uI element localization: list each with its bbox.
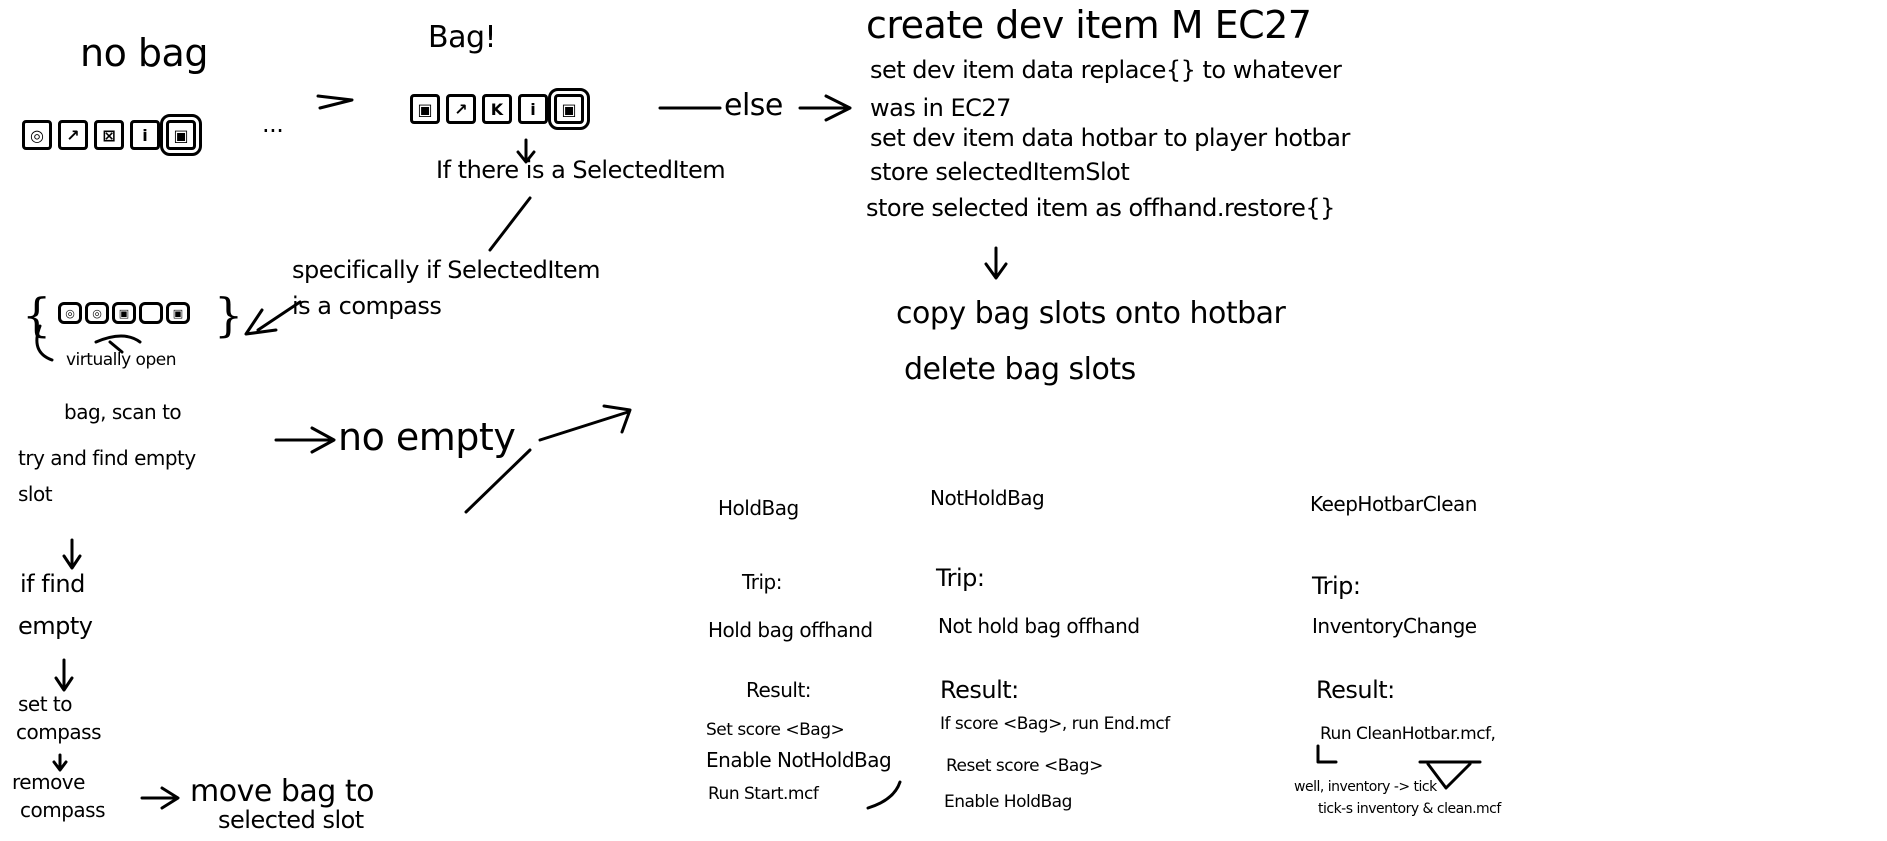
keephotbar-result-label: Result:: [1316, 676, 1395, 704]
arrow-nobag-to-bag: [316, 94, 354, 110]
label-store-slot: store selectedItemSlot: [870, 158, 1130, 186]
holdbag-result-line: Set score <Bag>: [706, 720, 845, 740]
label-if-find-1: if find: [20, 570, 85, 598]
bag-slot-empty: [139, 302, 163, 324]
bag-slots: ◎ ◎ ▣ ▣: [58, 302, 190, 324]
label-set-to-2: compass: [16, 720, 102, 744]
label-copy-bag: copy bag slots onto hotbar: [896, 296, 1286, 331]
hotbar-slot: i: [130, 120, 160, 150]
label-set-replace-2: was in EC27: [870, 94, 1011, 122]
arrow-create-to-copy: [984, 246, 1008, 280]
arrow-noempty-to-top: [538, 404, 632, 442]
notholdbag-trip-label: Trip:: [936, 564, 985, 592]
bag-brace-left: {: [22, 288, 52, 342]
arrow-slot-to-iffind: [62, 538, 82, 570]
keephotbar-title: KeepHotbarClean: [1310, 492, 1477, 516]
keephotbar-v-mark: [1418, 760, 1482, 790]
holdbag-result-label: Result:: [746, 678, 812, 702]
label-else: else: [724, 88, 783, 123]
label-move-bag-2: selected slot: [218, 806, 364, 834]
holdbag-result-line: Enable NotHoldBag: [706, 748, 892, 772]
arrow-scan-to-noempty: [274, 426, 336, 454]
label-delete-bag: delete bag slots: [904, 352, 1136, 387]
label-virtually-4: slot: [18, 482, 53, 506]
notholdbag-trip-value: Not hold bag offhand: [938, 614, 1140, 638]
label-ellipsis: ...: [262, 110, 284, 138]
keephotbar-result-line: tick-s inventory & clean.mcf: [1318, 801, 1501, 817]
keephotbar-trip-label: Trip:: [1312, 572, 1361, 600]
hotbar-slot-selected: ▣: [160, 114, 202, 156]
label-set-hotbar: set dev item data hotbar to player hotba…: [870, 124, 1350, 152]
bag-open-sketch: [94, 334, 142, 354]
hotbar-slot: ↗: [58, 120, 88, 150]
arrow-else-to-create: [798, 94, 852, 122]
arrow-down-selected: [516, 138, 536, 164]
holdbag-trip-label: Trip:: [742, 570, 783, 594]
label-bag-title: Bag!: [428, 20, 497, 55]
notholdbag-result-line: Enable HoldBag: [944, 792, 1072, 812]
label-remove-2: compass: [20, 798, 106, 822]
bag-slot: ▣: [112, 302, 136, 324]
notholdbag-result-label: Result:: [940, 676, 1019, 704]
bag-slot: ◎: [85, 302, 109, 324]
label-set-to-1: set to: [18, 692, 73, 716]
keephotbar-bracket: [1316, 744, 1338, 764]
label-move-bag-1: move bag to: [190, 774, 374, 809]
arrow-setto-to-remove: [52, 753, 68, 772]
hotbar-slot: ↗: [446, 94, 476, 124]
bag-brace-right: }: [214, 288, 244, 342]
holdbag-result-bracket: [866, 780, 902, 810]
hotbar-bag: ▣ ↗ K i ▣: [410, 88, 590, 130]
keephotbar-result-line: well, inventory -> tick: [1294, 779, 1437, 795]
label-no-bag: no bag: [80, 31, 208, 75]
bag-slot: ◎: [58, 302, 82, 324]
hotbar-slot: ▣: [410, 94, 440, 124]
arrow-iffind-to-setto: [54, 658, 74, 692]
notholdbag-title: NotHoldBag: [930, 486, 1045, 510]
label-specifically-2: is a compass: [292, 292, 442, 320]
notholdbag-result-line: If score <Bag>, run End.mcf: [940, 714, 1170, 734]
holdbag-result-line: Run Start.mcf: [708, 784, 819, 804]
label-no-empty: no empty: [338, 415, 516, 459]
arrow-remove-to-move: [140, 786, 180, 810]
hotbar-no-bag: ◎ ↗ ⊠ i ▣: [22, 114, 202, 156]
keephotbar-result-line: Run CleanHotbar.mcf,: [1320, 724, 1496, 744]
notholdbag-result-line: Reset score <Bag>: [946, 756, 1103, 776]
bag-slot: ▣: [166, 302, 190, 324]
keephotbar-trip-value: InventoryChange: [1312, 614, 1477, 638]
hotbar-slot: ◎: [22, 120, 52, 150]
hotbar-slot-selected: ▣: [548, 88, 590, 130]
arrow-specifically-to-bag: [244, 300, 302, 336]
stroke-selected-to-specifically: [488, 196, 532, 252]
holdbag-title: HoldBag: [718, 496, 799, 520]
holdbag-trip-value: Hold bag offhand: [708, 618, 873, 642]
label-virtually-2: bag, scan to: [64, 400, 182, 424]
label-create-dev-item: create dev item M EC27: [866, 3, 1312, 47]
label-specifically-1: specifically if SelectedItem: [292, 256, 600, 284]
label-if-selected-item: If there is a SelectedItem: [436, 156, 726, 184]
hotbar-slot: ⊠: [94, 120, 124, 150]
hotbar-slot: i: [518, 94, 548, 124]
hotbar-slot: K: [482, 94, 512, 124]
stroke-noempty-down: [464, 448, 532, 514]
label-if-find-2: empty: [18, 612, 93, 640]
label-store-offhand: store selected item as offhand.restore{}: [866, 194, 1335, 222]
label-remove-1: remove: [12, 770, 85, 794]
bag-under-bracket: [35, 324, 54, 362]
label-virtually-3: try and find empty: [18, 446, 196, 470]
label-set-replace-1: set dev item data replace{} to whatever: [870, 56, 1342, 84]
label-virtually-1: virtually open: [66, 350, 176, 370]
